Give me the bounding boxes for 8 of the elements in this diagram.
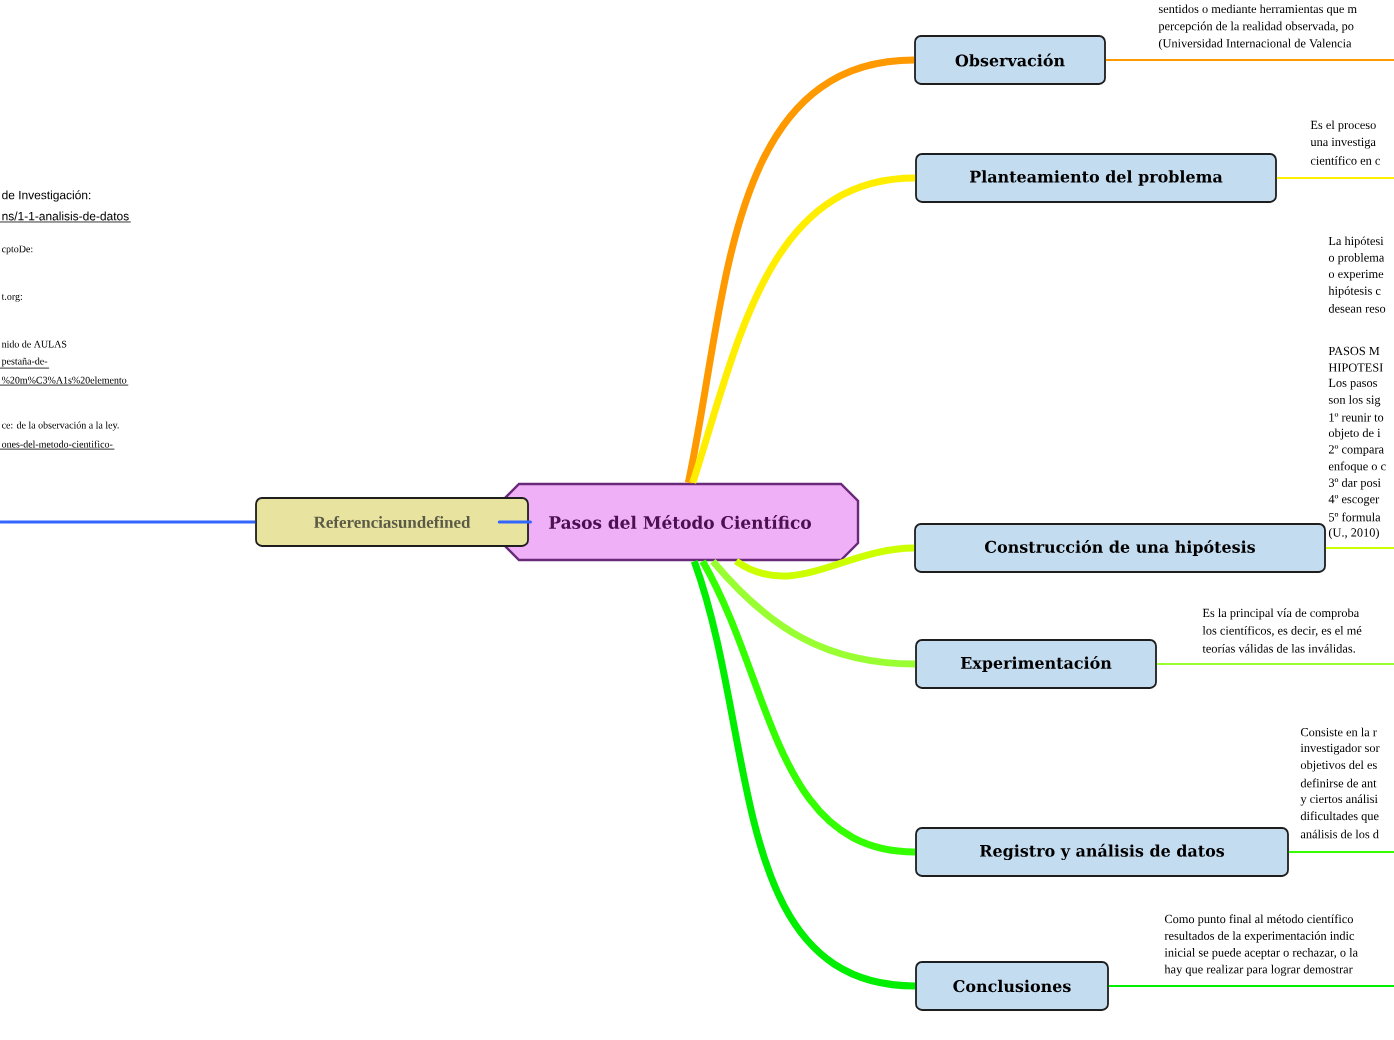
- connector: [689, 174, 916, 484]
- connector: [690, 560, 916, 990]
- connector: [710, 558, 916, 668]
- connector: [699, 559, 916, 856]
- connector: [684, 56, 915, 484]
- topic-box: Referenciasundefined: [255, 497, 529, 547]
- connector: [500, 520, 530, 524]
- connector: [734, 544, 915, 580]
